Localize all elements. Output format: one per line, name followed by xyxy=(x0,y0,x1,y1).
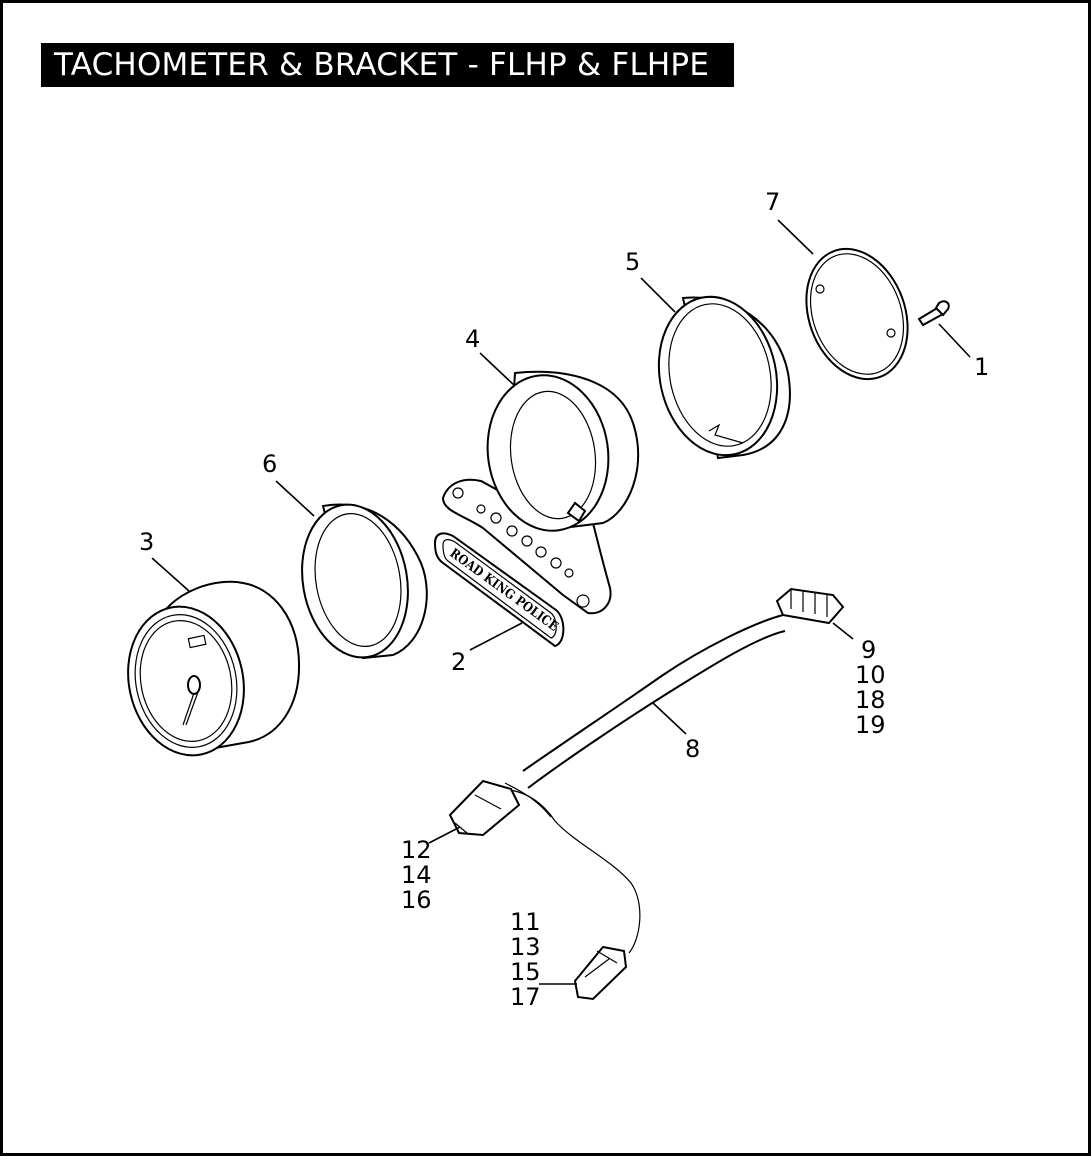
callout-19: 19 xyxy=(855,711,886,739)
callout-15: 15 xyxy=(510,958,541,986)
part-4-bracket xyxy=(441,370,640,615)
callout-9: 9 xyxy=(861,636,876,664)
callout-10: 10 xyxy=(855,661,886,689)
callout-4: 4 xyxy=(465,325,480,353)
callout-14: 14 xyxy=(401,861,432,889)
part-1-screw xyxy=(917,300,950,327)
callout-11: 11 xyxy=(510,908,541,936)
callout-2: 2 xyxy=(451,648,466,676)
callout-7: 7 xyxy=(765,188,780,216)
callout-5: 5 xyxy=(625,248,640,276)
part-3-tachometer xyxy=(127,580,301,757)
callout-labels: 1 2 3 4 5 6 7 8 9 10 18 19 12 14 16 11 1… xyxy=(139,188,989,1011)
callout-12: 12 xyxy=(401,836,432,864)
callout-16: 16 xyxy=(401,886,432,914)
callout-18: 18 xyxy=(855,686,886,714)
leader-lines xyxy=(151,219,971,985)
parts-diagram: ROAD KING POLICE xyxy=(127,188,989,1011)
diagram-title: TACHOMETER & BRACKET - FLHP & FLHPE xyxy=(41,43,734,87)
part-8-harness xyxy=(448,587,845,1001)
part-5-cup xyxy=(657,295,791,460)
part-7-lens xyxy=(805,247,909,381)
part-6-ring xyxy=(301,503,428,660)
callout-1: 1 xyxy=(974,353,989,381)
callout-8: 8 xyxy=(685,735,700,763)
callout-13: 13 xyxy=(510,933,541,961)
callout-3: 3 xyxy=(139,528,154,556)
callout-6: 6 xyxy=(262,450,277,478)
callout-17: 17 xyxy=(510,983,541,1011)
